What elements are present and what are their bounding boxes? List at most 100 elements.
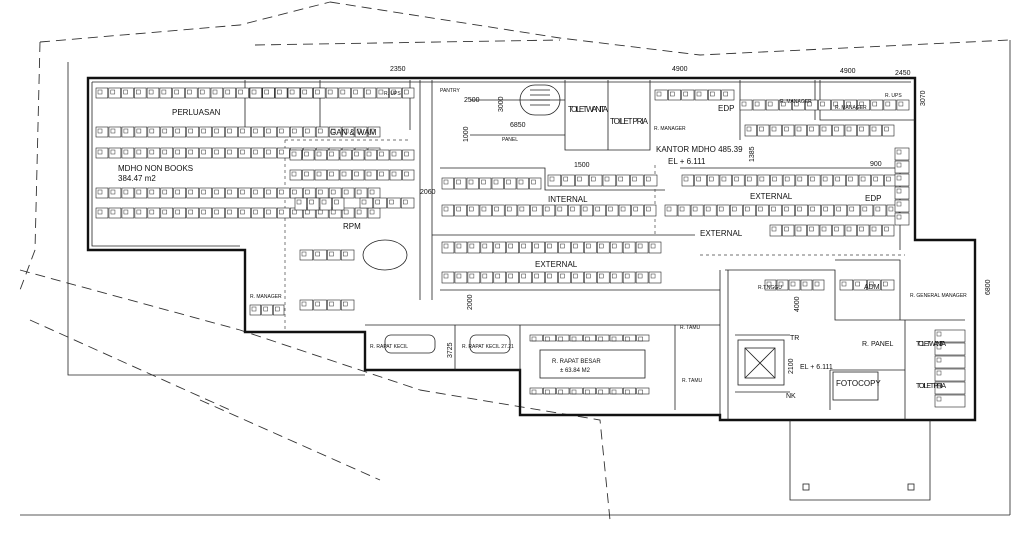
chair bbox=[570, 206, 575, 212]
chair bbox=[557, 206, 563, 212]
chair bbox=[746, 176, 752, 182]
chair bbox=[814, 281, 820, 287]
chair bbox=[598, 336, 603, 342]
workstation-desk bbox=[894, 186, 910, 200]
chair bbox=[123, 209, 129, 215]
chair bbox=[591, 176, 596, 182]
dim-2450: 2450 bbox=[895, 70, 911, 77]
chair bbox=[780, 101, 786, 107]
chair bbox=[343, 189, 349, 195]
workstation-desk bbox=[934, 355, 966, 369]
chair bbox=[443, 206, 449, 212]
chair bbox=[604, 176, 610, 182]
chair bbox=[201, 128, 206, 134]
chair bbox=[741, 101, 747, 107]
chair bbox=[696, 176, 701, 182]
chair bbox=[379, 151, 384, 157]
chair bbox=[214, 149, 219, 155]
chair bbox=[404, 89, 409, 95]
chair bbox=[646, 206, 651, 212]
chair bbox=[456, 206, 461, 212]
dimension-labels: 2350 2500 3000 6850 1000 4900 4900 2450 … bbox=[390, 66, 992, 374]
chair bbox=[469, 206, 474, 212]
chair bbox=[356, 189, 362, 195]
chair bbox=[936, 344, 942, 350]
label-r-manager-left: R. MANAGER bbox=[250, 294, 282, 300]
dim-2350: 2350 bbox=[390, 66, 406, 73]
chair bbox=[201, 149, 206, 155]
dim-4900a: 4900 bbox=[672, 66, 688, 73]
chair bbox=[97, 128, 103, 134]
chair bbox=[292, 209, 297, 215]
workstation-desk bbox=[934, 381, 966, 395]
label-r-panel: R. PANEL bbox=[862, 341, 893, 348]
chair bbox=[302, 89, 308, 95]
chair bbox=[330, 189, 336, 195]
workstation-desk bbox=[400, 197, 415, 209]
workstation-desk bbox=[547, 174, 562, 187]
chair bbox=[896, 214, 902, 220]
chair bbox=[790, 281, 796, 287]
chair bbox=[544, 206, 550, 212]
chair bbox=[317, 189, 323, 195]
chair bbox=[810, 176, 815, 182]
chair bbox=[506, 179, 511, 185]
chair bbox=[573, 243, 578, 249]
chair bbox=[97, 189, 103, 195]
label-r-tunggu: R.T.NGGU bbox=[758, 285, 782, 291]
chair bbox=[835, 176, 841, 182]
chair bbox=[519, 206, 525, 212]
chair bbox=[316, 171, 322, 177]
chair bbox=[201, 209, 206, 215]
dim-900: 900 bbox=[870, 161, 882, 168]
chair bbox=[199, 89, 205, 95]
chair bbox=[214, 128, 219, 134]
chair bbox=[404, 171, 409, 177]
chair bbox=[365, 89, 371, 95]
chair bbox=[784, 226, 789, 232]
chair bbox=[709, 176, 714, 182]
workstation-desk bbox=[894, 160, 910, 174]
chair bbox=[545, 336, 550, 342]
chair bbox=[291, 171, 297, 177]
chair bbox=[846, 226, 852, 232]
label-elevation-lift: EL + 6.111 bbox=[800, 364, 833, 371]
chair bbox=[766, 281, 772, 287]
chair bbox=[710, 91, 715, 97]
chair bbox=[784, 126, 789, 132]
chair bbox=[734, 176, 739, 182]
chair bbox=[162, 189, 168, 195]
chair bbox=[266, 128, 271, 134]
chair bbox=[443, 273, 449, 279]
chair bbox=[611, 273, 617, 279]
chair bbox=[404, 151, 409, 157]
chair bbox=[123, 89, 128, 95]
chair bbox=[692, 206, 698, 212]
chair bbox=[859, 126, 864, 132]
chair bbox=[327, 89, 333, 95]
chair bbox=[263, 306, 268, 312]
chair bbox=[637, 243, 643, 249]
chair bbox=[534, 273, 539, 279]
chair bbox=[366, 171, 372, 177]
chair bbox=[317, 128, 323, 134]
chair bbox=[884, 126, 889, 132]
chair bbox=[618, 176, 623, 182]
label-internal: INTERNAL bbox=[548, 195, 588, 204]
chair bbox=[366, 151, 372, 157]
chair bbox=[637, 273, 643, 279]
chair bbox=[638, 336, 643, 342]
workstation-desk bbox=[575, 174, 589, 187]
label-mdho-area: 384.47 m2 bbox=[118, 174, 156, 183]
dim-4900b: 4900 bbox=[840, 68, 856, 75]
chair bbox=[841, 281, 847, 287]
chair bbox=[240, 209, 245, 215]
workstation-desk bbox=[894, 173, 910, 187]
chair bbox=[820, 101, 825, 107]
dim-2100: 2100 bbox=[788, 358, 795, 374]
chair bbox=[341, 151, 347, 157]
chair bbox=[277, 89, 282, 95]
chair bbox=[369, 209, 375, 215]
workstation-desk bbox=[894, 199, 910, 213]
chair bbox=[883, 281, 888, 287]
